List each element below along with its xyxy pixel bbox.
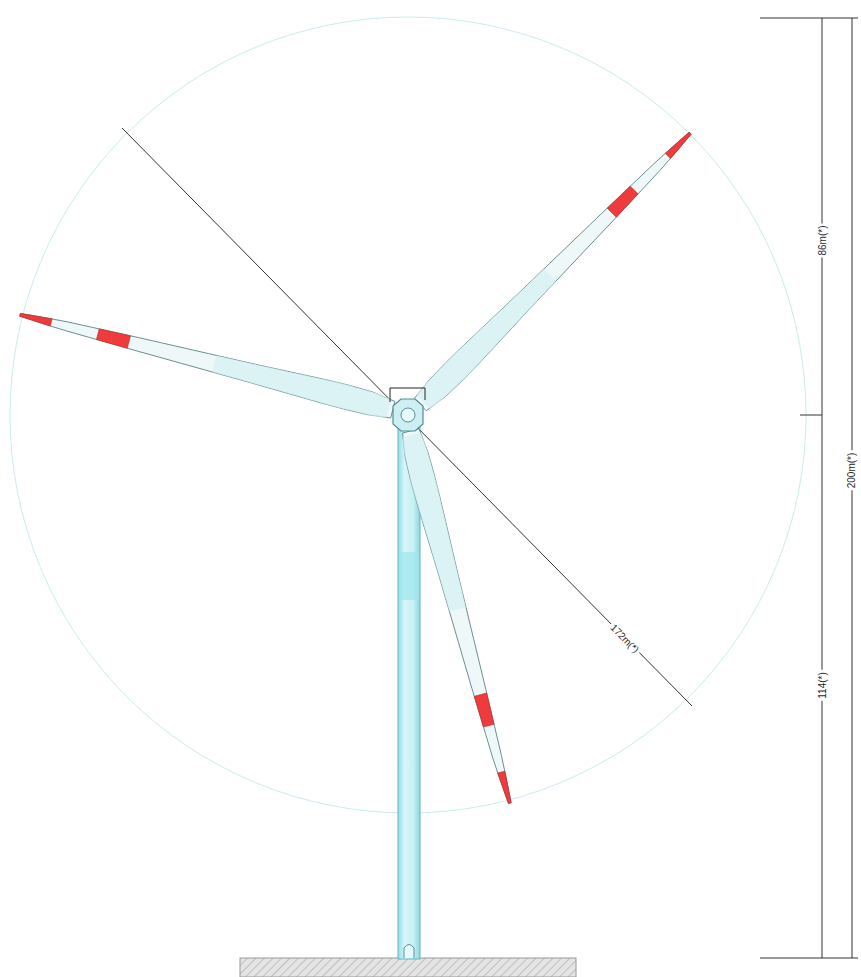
diameter-line — [122, 128, 692, 706]
tower-door — [404, 945, 414, 959]
blade-warning-band — [665, 132, 691, 158]
dimension-label: 86m(*) — [816, 223, 827, 257]
hub — [393, 399, 423, 431]
blade-shading — [212, 355, 391, 417]
dimension-label: 200m(*) — [846, 450, 857, 490]
blade-shading — [403, 432, 466, 611]
tower — [398, 425, 420, 959]
blade-warning-band — [607, 186, 638, 217]
blade-warning-band — [96, 329, 130, 348]
blade — [20, 313, 395, 418]
rotor-blades — [20, 132, 691, 803]
ground-hatch — [240, 958, 576, 977]
blade-warning-band — [20, 313, 52, 326]
dimension-label: 114(*) — [817, 670, 828, 701]
hub-cap — [401, 408, 415, 422]
dimension-label: 172m(*) — [607, 620, 643, 656]
blade — [403, 429, 512, 804]
blade-warning-band — [474, 693, 494, 727]
tower-section — [399, 552, 419, 600]
blade — [414, 132, 691, 411]
blade-shading — [417, 269, 556, 409]
blade-warning-band — [498, 771, 511, 803]
dimension-lines — [760, 18, 858, 958]
